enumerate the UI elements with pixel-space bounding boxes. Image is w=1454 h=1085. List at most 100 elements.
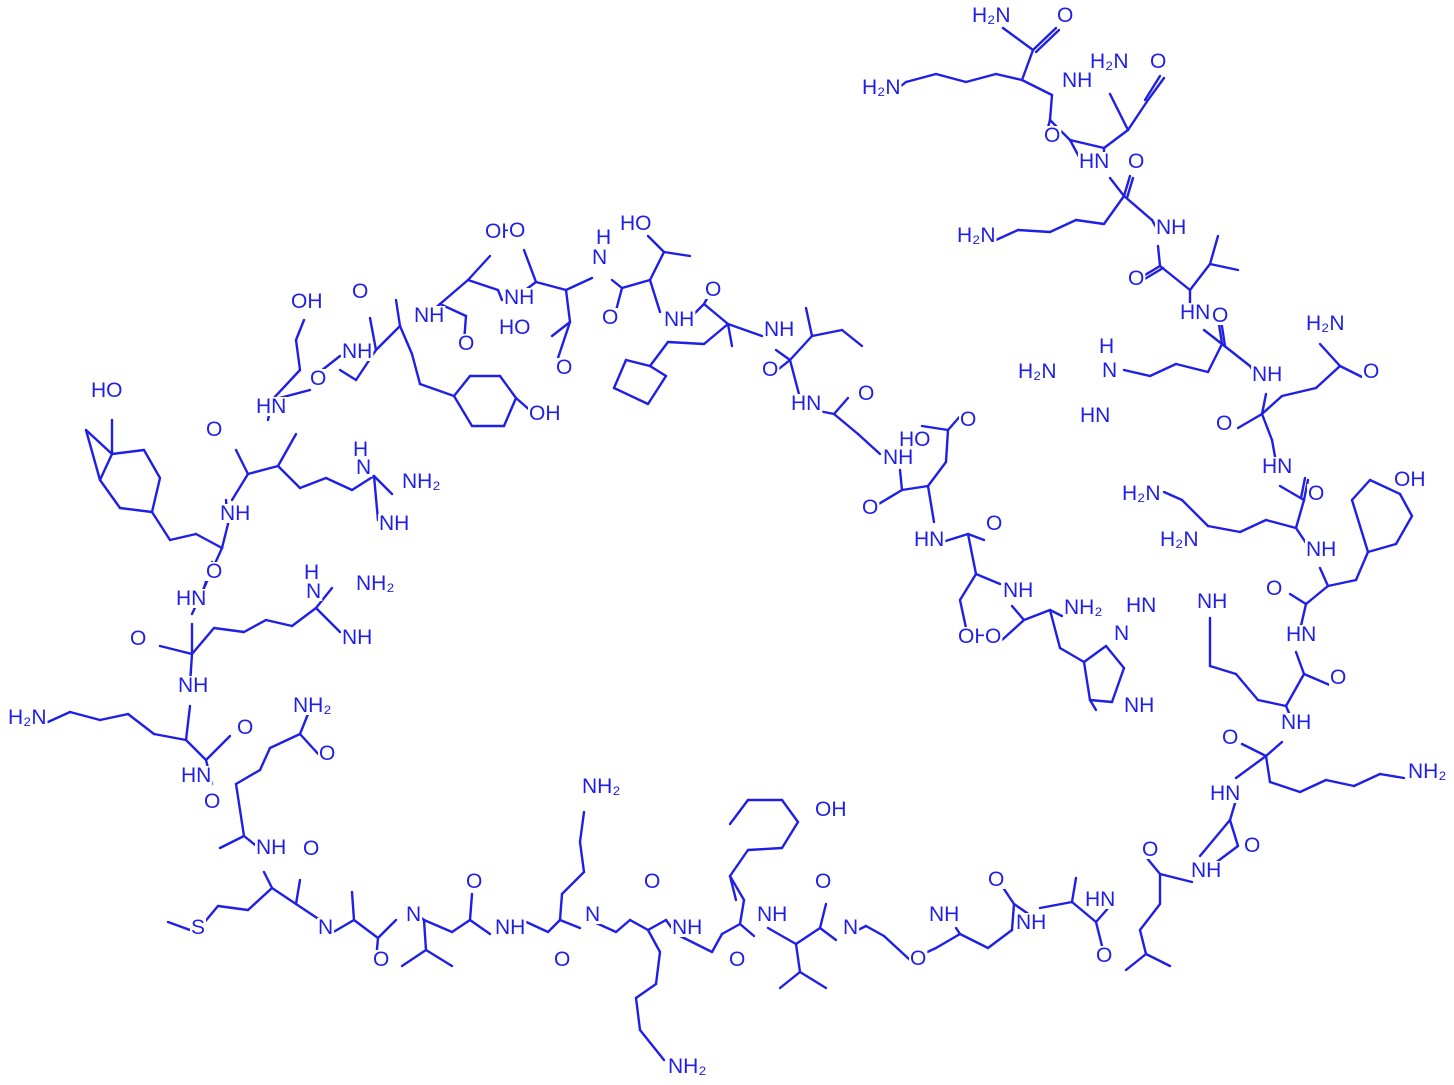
bond-line	[166, 920, 192, 932]
bond-line	[646, 928, 662, 954]
bond-line	[1318, 566, 1330, 588]
atom-label-background	[405, 905, 423, 924]
bond-line	[1302, 672, 1334, 688]
atom-label-background	[971, 6, 1012, 25]
atom-label-o-tyr4: O	[352, 280, 368, 303]
bond-line	[418, 382, 456, 398]
bond-line	[270, 368, 302, 402]
bond-line	[614, 918, 632, 934]
atom-label-nh-ser1: NH	[342, 340, 372, 363]
atom-label-background	[861, 498, 880, 517]
bond-line	[832, 396, 850, 416]
bond-line	[788, 358, 802, 400]
atom-label-tyr2-oh: OH	[815, 798, 847, 821]
atom-label-nh-lys6: NH	[495, 916, 525, 939]
bond-line	[1338, 364, 1366, 380]
bond-line	[1264, 518, 1298, 530]
atom-label-hn-asp2: HN	[914, 528, 944, 551]
atom-label-background	[372, 950, 391, 969]
atom-label-background	[508, 221, 527, 240]
bond-line	[1020, 78, 1054, 97]
atom-label-his-n: N	[1114, 622, 1129, 645]
bond-line	[290, 606, 318, 628]
atom-label-gln1-nh2: H₂N	[1306, 312, 1344, 335]
atom-label-background	[1159, 530, 1200, 549]
bond-line	[564, 288, 572, 324]
bond-line	[882, 934, 912, 962]
atom-label-background	[957, 627, 991, 646]
bond-line	[350, 890, 356, 922]
bond-line	[1031, 26, 1058, 52]
atom-label-lys4-nh2: NH₂	[1408, 760, 1446, 783]
bond-line	[986, 928, 1014, 950]
atom-label-arg4-nh: NH	[379, 512, 409, 535]
bond-line	[638, 1028, 666, 1062]
atom-label-background	[1307, 484, 1326, 503]
atom-label-lys2-nh2: H₂N	[957, 224, 995, 247]
bond-line	[1284, 672, 1306, 708]
atom-label-nh-tyr3: NH	[220, 502, 250, 525]
atom-label-n-lys5: N	[585, 903, 600, 926]
bond-line	[1350, 498, 1370, 554]
atom-label-o-tyr3: O	[206, 560, 222, 583]
atom-label-background	[205, 562, 224, 581]
atom-label-his-nh2: NH₂	[1064, 596, 1102, 619]
atom-label-arg4-nh2: NH₂	[402, 470, 440, 493]
bond-line	[864, 924, 886, 938]
atom-label-o-lys6: O	[554, 948, 570, 971]
atom-label-background	[814, 800, 848, 819]
bond-line	[1198, 818, 1232, 858]
atom-label-background	[503, 288, 536, 307]
bond-line	[400, 948, 428, 968]
bond-line	[234, 782, 242, 812]
bond-line	[1366, 542, 1398, 554]
atom-label-arg3-n: N	[306, 580, 321, 603]
atom-label-o-val1: O	[1128, 267, 1144, 290]
atom-label-lys5-nh2: NH₂	[582, 775, 620, 798]
bond-line	[294, 318, 306, 342]
bond-line	[728, 798, 750, 826]
atom-label-background	[761, 360, 780, 379]
atom-label-background	[302, 839, 321, 858]
bond-line	[324, 476, 354, 492]
atom-label-background	[1261, 457, 1294, 476]
atom-label-lys3-nh2: H₂N	[1122, 482, 1160, 505]
atom-label-background	[457, 334, 476, 353]
bond-line	[450, 918, 472, 934]
atom-label-background	[581, 777, 622, 796]
bond-line	[620, 278, 652, 290]
bond-line	[242, 618, 268, 634]
bond-line	[194, 532, 224, 550]
bond-line	[534, 280, 568, 292]
atom-label-background	[959, 410, 978, 429]
atom-label-background	[341, 342, 374, 361]
bond-line	[246, 464, 280, 476]
atom-label-arg1-hn-imine: HN	[1080, 404, 1110, 427]
atom-label-thr-ho: HO	[620, 212, 652, 235]
atom-label-asp2-o: O	[960, 408, 976, 431]
atom-label-nh-asp1: N	[592, 246, 607, 269]
atom-label-background	[1179, 303, 1212, 322]
atom-label-background	[1127, 152, 1146, 171]
atom-label-background	[1305, 540, 1338, 559]
bond-line	[766, 926, 798, 946]
atom-label-nh-ser2: NH	[504, 286, 534, 309]
atom-label-asn-side-nh2: H₂N	[1090, 50, 1128, 73]
atom-label-background	[984, 627, 1003, 646]
bond-line	[1326, 578, 1358, 588]
atom-label-background	[303, 563, 321, 582]
bond-line	[818, 902, 828, 930]
atom-label-background	[1125, 596, 1158, 615]
bond-line	[1236, 412, 1264, 430]
bond-line	[496, 288, 504, 302]
bond-line	[612, 358, 628, 390]
atom-label-tyr4-oh: OH	[529, 402, 561, 425]
bond-line	[1398, 492, 1414, 518]
atom-label-background	[1084, 890, 1117, 909]
atom-label-arg2-h2n: H₂N	[1160, 528, 1198, 551]
atom-label-asn-o: O	[1044, 124, 1060, 147]
atom-label-background	[175, 589, 208, 608]
bond-line	[1264, 740, 1284, 758]
bond-line	[264, 618, 294, 628]
bond-line	[1162, 490, 1184, 502]
